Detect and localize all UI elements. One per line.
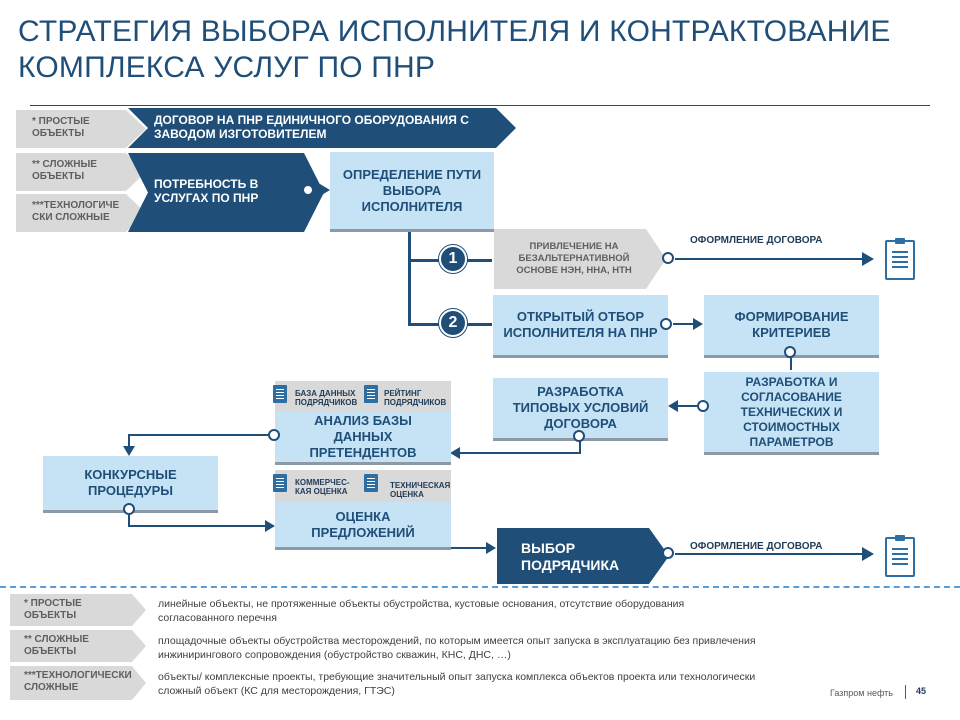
category-complex: ** СЛОЖНЫЕ ОБЪЕКТЫ — [16, 153, 146, 191]
tech-params-box: РАЗРАБОТКА И СОГЛАСОВАНИЕ ТЕХНИЧЕСКИХ И … — [704, 372, 879, 455]
branch-line — [408, 232, 411, 326]
contractor-db-label: БАЗА ДАННЫХ ПОДРЯДЧИКОВ — [295, 389, 358, 407]
connector-dot — [302, 184, 314, 196]
arrowhead — [862, 547, 874, 561]
arrowhead — [668, 400, 678, 412]
legend-separator — [0, 586, 960, 588]
analysis-label: АНАЛИЗ БАЗЫ ДАННЫХ ПРЕТЕНДЕНТОВ — [309, 412, 417, 460]
typical-terms-label: РАЗРАБОТКА ТИПОВЫХ УСЛОВИЙ ДОГОВОРА — [512, 384, 649, 431]
db-header-bar — [275, 381, 451, 411]
technical-eval-icon — [364, 474, 378, 492]
contractor-rating-label: РЕЙТИНГ ПОДРЯДЧИКОВ — [384, 389, 447, 407]
arrowhead — [693, 318, 703, 330]
connector-dot — [662, 252, 674, 264]
analysis-box: АНАЛИЗ БАЗЫ ДАННЫХ ПРЕТЕНДЕНТОВ — [275, 411, 451, 465]
need-for-services: ПОТРЕБНОСТЬ В УСЛУГАХ ПО ПНР — [128, 153, 324, 232]
arrowhead — [265, 520, 275, 532]
criteria-box: ФОРМИРОВАНИЕ КРИТЕРИЕВ — [704, 295, 879, 358]
step-1-badge: 1 — [439, 245, 467, 273]
title-line-2: КОМПЛЕКСА УСЛУГ ПО ПНР — [18, 51, 436, 84]
rating-icon — [364, 385, 378, 403]
typical-terms-box: РАЗРАБОТКА ТИПОВЫХ УСЛОВИЙ ДОГОВОРА — [493, 378, 668, 441]
connector-dot — [784, 346, 796, 358]
legend-text-complex: площадочные объекты обустройства месторо… — [158, 635, 756, 661]
non-alternative-step: ПРИВЛЕЧЕНИЕ НА БЕЗАЛЬТЕРНАТИВНОЙ ОСНОВЕ … — [494, 229, 666, 289]
connector-dot — [697, 400, 709, 412]
footer-divider — [905, 685, 906, 699]
page-title: СТРАТЕГИЯ ВЫБОРА ИСПОЛНИТЕЛЯ И КОНТРАКТО… — [18, 14, 938, 86]
legend-text-tech-complex: объекты/ комплексные проекты, требующие … — [158, 671, 756, 697]
contract-formalize-label-2: ОФОРМЛЕНИЕ ДОГОВОРА — [690, 541, 823, 552]
tender-label: КОНКУРСНЫЕ ПРОЦЕДУРЫ — [84, 467, 177, 498]
connector-line — [675, 258, 865, 260]
criteria-label: ФОРМИРОВАНИЕ КРИТЕРИЕВ — [734, 309, 849, 340]
arrowhead — [862, 252, 874, 266]
category-tech-complex: ***ТЕХНОЛОГИЧЕ СКИ СЛОЖНЫЕ — [16, 194, 146, 232]
category-simple: * ПРОСТЫЕ ОБЪЕКТЫ — [16, 110, 146, 148]
open-selection-label: ОТКРЫТЫЙ ОТБОР ИСПОЛНИТЕЛЯ НА ПНР — [503, 309, 658, 340]
arrowhead — [450, 447, 460, 459]
contract-document-icon — [885, 238, 915, 280]
page-number: 45 — [916, 686, 927, 696]
connector-line — [128, 434, 130, 448]
define-path-label: ОПРЕДЕЛЕНИЕ ПУТИ ВЫБОРА ИСПОЛНИТЕЛЯ — [342, 166, 482, 214]
connector-line — [128, 525, 268, 527]
commercial-eval-icon — [273, 474, 287, 492]
connector-line — [460, 452, 581, 454]
connector-line — [675, 553, 865, 555]
define-path-box: ОПРЕДЕЛЕНИЕ ПУТИ ВЫБОРА ИСПОЛНИТЕЛЯ — [330, 152, 494, 232]
proposal-eval-box: ОЦЕНКА ПРЕДЛОЖЕНИЙ — [275, 502, 451, 550]
footer-company: Газпром нефть — [830, 688, 893, 698]
contract-single-equipment: ДОГОВОР НА ПНР ЕДИНИЧНОГО ОБОРУДОВАНИЯ С… — [128, 108, 516, 148]
connector-line — [128, 434, 270, 436]
title-divider — [30, 105, 930, 106]
connector-line — [790, 358, 792, 370]
database-icon — [273, 385, 287, 403]
step-2-badge: 2 — [439, 309, 467, 337]
arrowhead — [486, 542, 496, 554]
arrowhead — [123, 446, 135, 456]
select-contractor: ВЫБОР ПОДРЯДЧИКА — [497, 528, 669, 584]
legend-text-simple: линейные объекты, не протяженные объекты… — [158, 598, 685, 624]
arrowhead — [320, 184, 330, 196]
connector-line — [128, 515, 130, 527]
connector-line — [673, 323, 695, 325]
legend-label-simple: * ПРОСТЫЕ ОБЪЕКТЫ — [10, 594, 146, 626]
connector-dot — [660, 318, 672, 330]
connector-line — [678, 405, 698, 407]
connector-dot — [573, 430, 585, 442]
connector-dot — [123, 503, 135, 515]
legend-label-complex: ** СЛОЖНЫЕ ОБЪЕКТЫ — [10, 630, 146, 662]
commercial-eval-label: КОММЕРЧЕС-КАЯ ОЦЕНКА — [295, 478, 350, 496]
technical-eval-label: ТЕХНИЧЕСКАЯ ОЦЕНКА — [390, 481, 451, 499]
connector-line — [451, 547, 487, 549]
contract-document-icon — [885, 535, 915, 577]
connector-dot — [662, 547, 674, 559]
tech-params-label: РАЗРАБОТКА И СОГЛАСОВАНИЕ ТЕХНИЧЕСКИХ И … — [740, 374, 843, 449]
contract-formalize-label-1: ОФОРМЛЕНИЕ ДОГОВОРА — [690, 235, 823, 246]
connector-line — [314, 189, 324, 191]
connector-line — [579, 441, 581, 453]
eval-header-bar — [275, 470, 451, 502]
proposal-eval-label: ОЦЕНКА ПРЕДЛОЖЕНИЙ — [311, 508, 415, 540]
legend-label-tech-complex: ***ТЕХНОЛОГИЧЕСКИ СЛОЖНЫЕ — [10, 666, 146, 700]
title-line-1: СТРАТЕГИЯ ВЫБОРА ИСПОЛНИТЕЛЯ И КОНТРАКТО… — [18, 15, 891, 48]
open-selection-box: ОТКРЫТЫЙ ОТБОР ИСПОЛНИТЕЛЯ НА ПНР — [493, 295, 668, 358]
